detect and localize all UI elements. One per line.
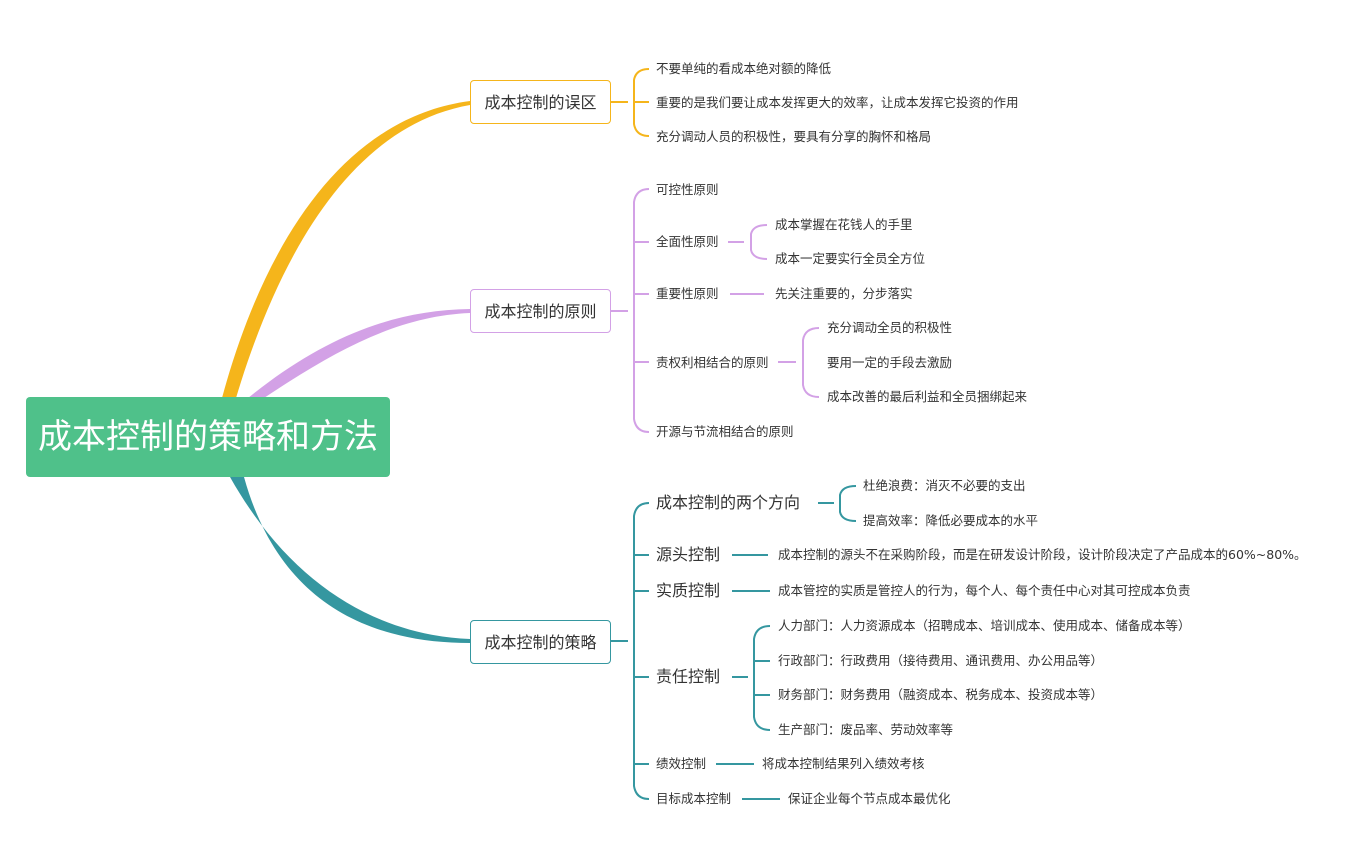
- leaf-node[interactable]: 将成本控制结果列入绩效考核: [762, 756, 925, 771]
- connector-b3: [611, 485, 857, 800]
- connector-root-b3: [230, 477, 470, 643]
- leaf-node[interactable]: 提高效率：降低必要成本的水平: [863, 513, 1039, 528]
- topic-node[interactable]: 责权利相结合的原则: [656, 355, 769, 370]
- topic-node[interactable]: 成本控制的两个方向: [656, 493, 801, 512]
- topic-node[interactable]: 源头控制: [656, 545, 721, 564]
- leaf-node[interactable]: 人力部门：人力资源成本（招聘成本、培训成本、使用成本、储备成本等）: [778, 618, 1191, 633]
- leaf-node[interactable]: 先关注重要的，分步落实: [775, 286, 913, 301]
- connector-root-b2: [248, 309, 470, 398]
- leaf-node[interactable]: 成本改善的最后利益和全员捆绑起来: [827, 389, 1028, 404]
- leaf-node[interactable]: 成本一定要实行全员全方位: [775, 251, 926, 266]
- leaf-node[interactable]: 生产部门：废品率、劳动效率等: [778, 722, 954, 737]
- topic-node[interactable]: 绩效控制: [656, 756, 707, 771]
- connector-root-b1: [222, 101, 470, 398]
- topic-node[interactable]: 目标成本控制: [656, 791, 732, 806]
- leaf-node[interactable]: 保证企业每个节点成本最优化: [788, 791, 951, 806]
- branch-node-strategies[interactable]: 成本控制的策略: [470, 620, 611, 664]
- topic-node[interactable]: 全面性原则: [656, 234, 719, 249]
- branch-node-misconceptions[interactable]: 成本控制的误区: [470, 80, 611, 124]
- leaf-node[interactable]: 重要的是我们要让成本发挥更大的效率，让成本发挥它投资的作用: [656, 95, 1019, 110]
- branch-node-principles[interactable]: 成本控制的原则: [470, 289, 611, 333]
- leaf-node[interactable]: 不要单纯的看成本绝对额的降低: [656, 61, 832, 76]
- topic-node[interactable]: 可控性原则: [656, 182, 719, 197]
- leaf-node[interactable]: 成本控制的源头不在采购阶段，而是在研发设计阶段，设计阶段决定了产品成本的60%~…: [778, 547, 1307, 562]
- leaf-node[interactable]: 成本管控的实质是管控人的行为，每个人、每个责任中心对其可控成本负责: [778, 583, 1191, 598]
- leaf-node[interactable]: 杜绝浪费：消灭不必要的支出: [863, 478, 1026, 493]
- leaf-node[interactable]: 成本掌握在花钱人的手里: [775, 217, 913, 232]
- root-node[interactable]: 成本控制的策略和方法: [26, 397, 390, 477]
- leaf-node[interactable]: 行政部门：行政费用（接待费用、通讯费用、办公用品等）: [778, 653, 1104, 668]
- topic-node[interactable]: 实质控制: [656, 581, 721, 600]
- connector-b1: [611, 68, 650, 137]
- topic-node[interactable]: 重要性原则: [656, 286, 719, 301]
- leaf-node[interactable]: 财务部门：财务费用（融资成本、税务成本、投资成本等）: [778, 687, 1104, 702]
- connector-b2: [611, 188, 820, 433]
- leaf-node[interactable]: 充分调动人员的积极性，要具有分享的胸怀和格局: [656, 129, 932, 144]
- topic-node[interactable]: 责任控制: [656, 667, 721, 686]
- leaf-node[interactable]: 充分调动全员的积极性: [827, 320, 953, 335]
- leaf-node[interactable]: 要用一定的手段去激励: [827, 355, 953, 370]
- topic-node[interactable]: 开源与节流相结合的原则: [656, 424, 794, 439]
